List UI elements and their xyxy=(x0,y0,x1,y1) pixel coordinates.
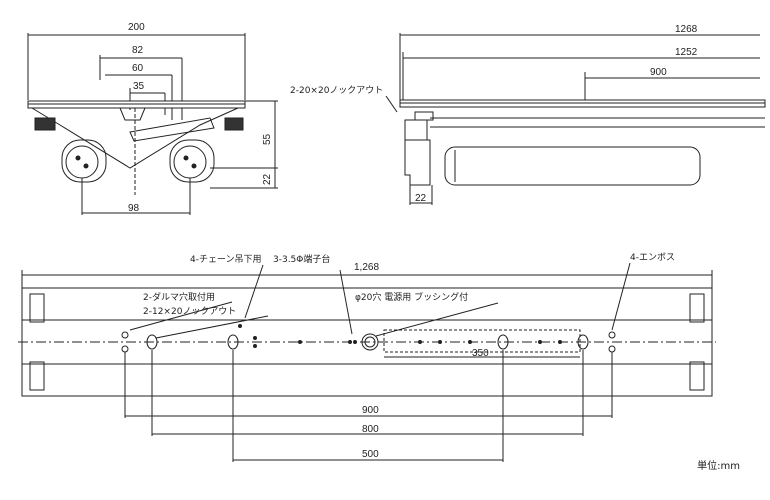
side-view xyxy=(385,33,766,205)
plan-view xyxy=(18,262,716,462)
label-bushing-hole: φ20穴 電源用 ブッシング付 xyxy=(355,291,468,303)
dim-55: 55 xyxy=(262,133,273,145)
label-emboss: 4-エンボス xyxy=(630,252,675,263)
units-note: 単位:mm xyxy=(697,461,740,472)
dim-900: 900 xyxy=(650,67,667,78)
cross-section-view xyxy=(27,33,278,215)
dim-200: 200 xyxy=(128,22,145,33)
dim-22-vertical: 22 xyxy=(262,173,273,185)
dim-35: 35 xyxy=(133,81,145,92)
dim-82: 82 xyxy=(132,45,144,56)
knockout-label-side: 2-20×20ノックアウト xyxy=(290,85,383,96)
label-knockout-plan: 2-12×20ノックアウト xyxy=(143,306,236,317)
dim-800: 800 xyxy=(362,424,379,435)
dim-350: 350 xyxy=(472,348,489,359)
dim-1268: 1268 xyxy=(675,24,698,35)
dim-500: 500 xyxy=(362,449,379,460)
dim-1268-plan: 1,268 xyxy=(354,262,379,273)
label-daruma-hole: 2-ダルマ穴取付用 xyxy=(143,291,215,303)
dim-98: 98 xyxy=(128,203,140,214)
dim-900-plan: 900 xyxy=(362,405,379,416)
label-terminal: 3-3.5Φ端子台 xyxy=(273,253,330,265)
dim-60: 60 xyxy=(132,63,144,74)
label-chain-hook: 4-チェーン吊下用 xyxy=(190,254,262,265)
dim-1252: 1252 xyxy=(675,47,698,58)
dim-22-side: 22 xyxy=(415,193,427,204)
